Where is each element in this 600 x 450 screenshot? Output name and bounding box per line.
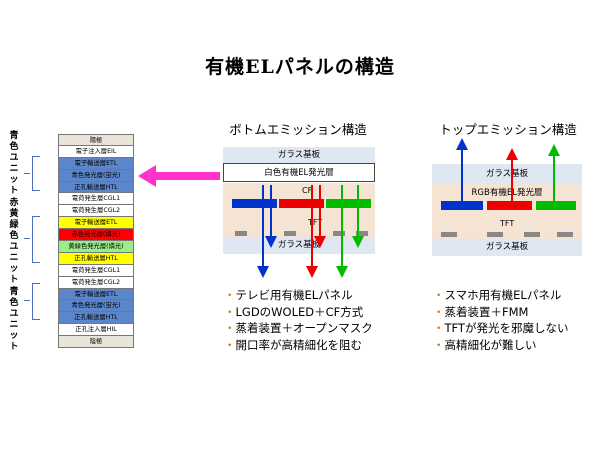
bottom-mid-region — [223, 183, 375, 245]
stack-layer: 電子輸送層ETL — [58, 288, 134, 301]
stack-layer: 電荷発生層CGL2 — [58, 205, 134, 218]
stack-layer: 電子注入層EIL — [58, 145, 134, 158]
cf-red — [279, 199, 324, 208]
unit-brace-tip — [24, 238, 30, 239]
cf-blue — [232, 199, 277, 208]
top-bullet: 蒸着装置＋FMM — [433, 304, 568, 321]
unit-label-ryg: 赤黄緑色ユニット — [9, 198, 19, 285]
stack-layer: 正孔輸送層HTL — [58, 252, 134, 265]
stack-layer: 電荷発生層CGL1 — [58, 193, 134, 206]
bottom-tft-label: TFT — [308, 218, 323, 227]
unit-brace-tip — [24, 173, 30, 174]
unit-label-blue-bottom: 青色ユニット — [9, 287, 19, 352]
tft-block — [235, 231, 247, 236]
bottom-bullet: LGDのWOLED＋CF方式 — [224, 304, 373, 321]
tft-block — [284, 231, 296, 236]
stack-layer: 青色発光層(蛍光) — [58, 169, 134, 182]
top-bullet: 高精細化が難しい — [433, 337, 568, 354]
stack-layer: 正孔輸送層HTL — [58, 181, 134, 194]
unit-label-blue-top: 青色ユニット — [9, 131, 19, 196]
unit-brace-blue-top — [32, 156, 40, 191]
tft-block — [487, 232, 503, 237]
stack-layer: 電荷発生層CGL2 — [58, 276, 134, 289]
bottom-emission-arrows — [257, 185, 364, 278]
stack-layer: 陽極 — [58, 134, 134, 146]
stack-layer: 黄緑色発光層(燐光) — [58, 241, 134, 253]
unit-brace-blue-bottom — [32, 283, 40, 320]
stack-layer: 電子輸送層ETL — [58, 157, 134, 170]
top-glass-top: ガラス基板 — [432, 164, 582, 184]
stack-layer: 電荷発生層CGL1 — [58, 264, 134, 277]
page-title: 有機ELパネルの構造 — [205, 56, 395, 78]
bottom-bullet: テレビ用有機ELパネル — [224, 287, 373, 304]
rgb-red — [487, 201, 532, 210]
top-emission-arrows — [456, 138, 560, 202]
tft-block — [333, 231, 345, 236]
rgb-blue — [441, 201, 483, 210]
bottom-emission-title: ボトムエミッション構造 — [229, 122, 367, 137]
bottom-bullet: 蒸着装置＋オープンマスク — [224, 320, 373, 337]
stack-layer: 陰極 — [58, 336, 134, 349]
top-bullet: スマホ用有機ELパネル — [433, 287, 568, 304]
stack-layer: 正孔輸送層HTL — [58, 312, 134, 325]
cf-label: CF — [302, 186, 313, 195]
rgb-green — [536, 201, 576, 210]
stack-layer: 青色発光層(蛍光) — [58, 300, 134, 313]
top-glass-bottom: ガラス基板 — [432, 239, 582, 256]
tft-block — [356, 231, 368, 236]
top-tft-label: TFT — [500, 219, 515, 228]
bottom-glass-bottom: ガラス基板 — [223, 237, 375, 254]
stack-layer: 赤色発光層(燐光) — [58, 229, 134, 242]
unit-brace-tip — [24, 300, 30, 301]
tft-block — [557, 232, 573, 237]
top-bullets: スマホ用有機ELパネル 蒸着装置＋FMM TFTが発光を邪魔しない 高精細化が難… — [433, 287, 569, 354]
cf-green — [326, 199, 371, 208]
top-emission-title: トップエミッション構造 — [439, 122, 577, 137]
bottom-glass-top: ガラス基板 — [223, 147, 375, 164]
bottom-bullets: テレビ用有機ELパネル LGDのWOLED＋CF方式 蒸着装置＋オープンマスク … — [224, 287, 373, 353]
bottom-bullet: 開口率が高精細化を阻む — [224, 337, 373, 354]
magenta-arrow-icon — [138, 165, 220, 187]
stack-layer: 正孔注入層HIL — [58, 324, 134, 337]
top-bullet: TFTが発光を邪魔しない — [433, 320, 569, 337]
stack-layer: 電子輸送層ETL — [58, 217, 134, 230]
tft-block — [441, 232, 457, 237]
tft-block — [524, 232, 540, 237]
rgb-el-layer-label: RGB有機EL発光層 — [471, 188, 543, 198]
white-el-layer: 白色有機EL発光層 — [223, 163, 375, 182]
unit-brace-ryg — [32, 216, 40, 263]
